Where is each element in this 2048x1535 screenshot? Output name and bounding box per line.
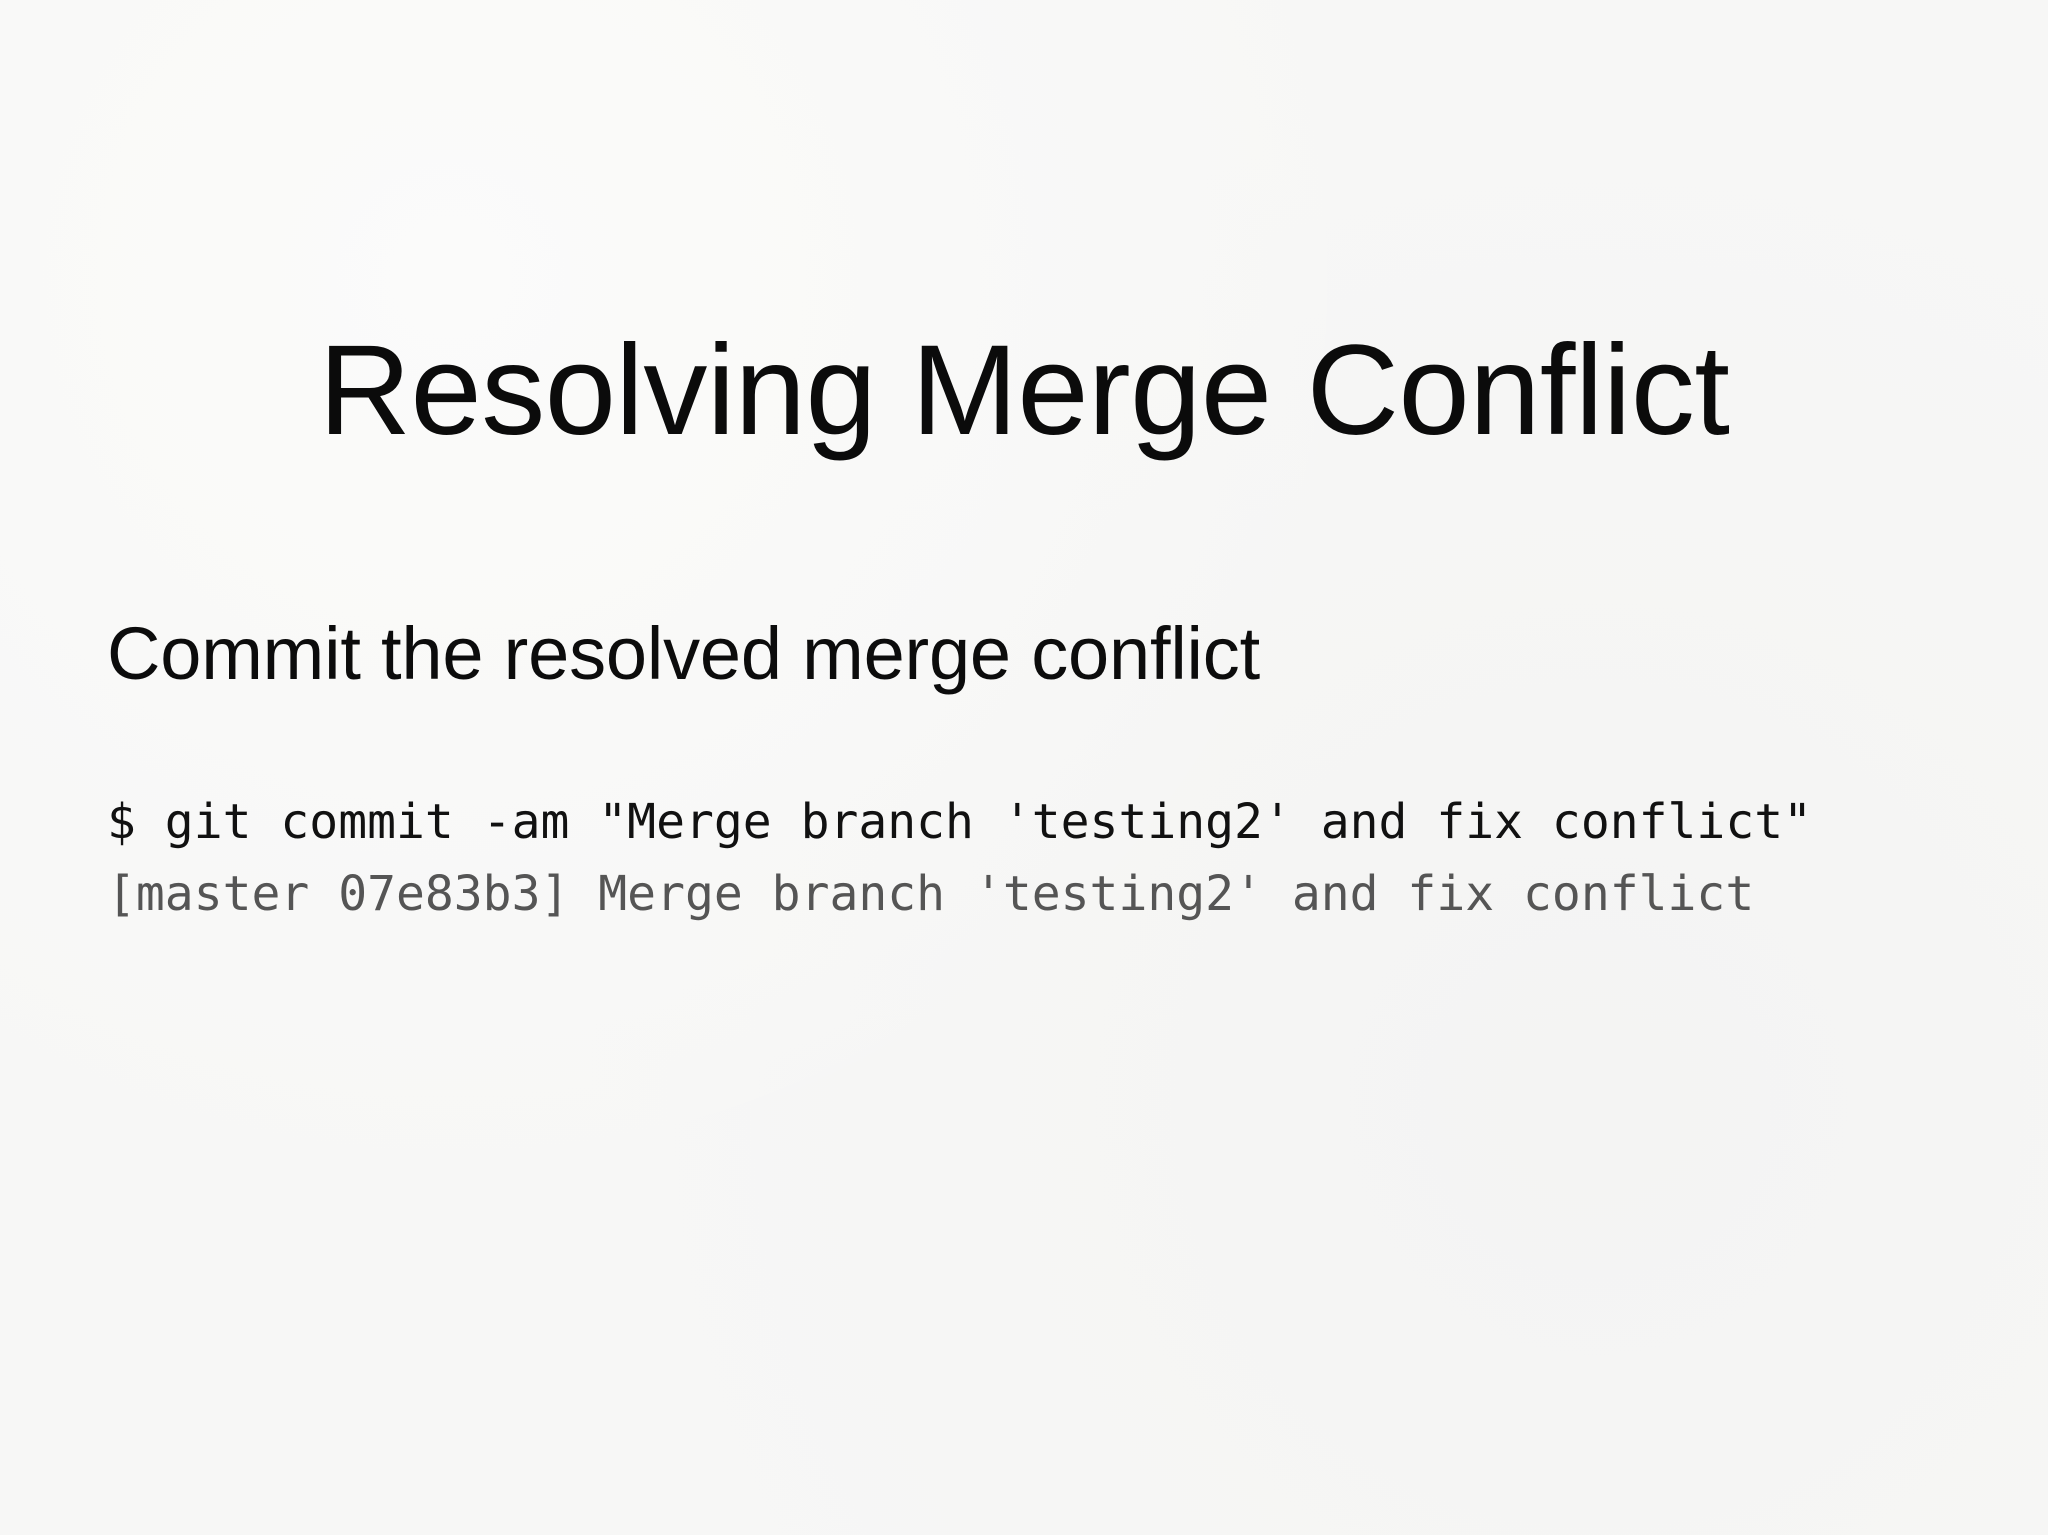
terminal-output-line: [master 07e83b3] Merge branch 'testing2'… [107,866,1755,922]
terminal-command-line: $ git commit -am "Merge branch 'testing2… [107,794,1813,850]
terminal-code-block: $ git commit -am "Merge branch 'testing2… [107,786,1867,930]
slide-subtitle: Commit the resolved merge conflict [107,612,1260,696]
page-title: Resolving Merge Conflict [318,318,1730,462]
